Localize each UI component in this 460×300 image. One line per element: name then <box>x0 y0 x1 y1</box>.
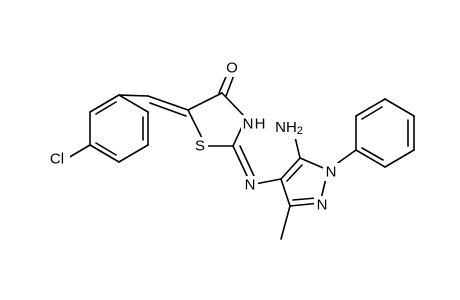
label-mask <box>241 115 267 133</box>
thiazolidinone-nitrogen-label: N <box>243 116 254 133</box>
aromatic-double-bond <box>361 106 383 120</box>
pyrazole-n1-label: N <box>326 164 337 181</box>
bond <box>89 94 120 113</box>
carbonyl-double-bond <box>225 74 235 97</box>
amino-n-label: N <box>275 119 286 136</box>
label-mask <box>242 176 258 194</box>
imine-nitrogen-label: N <box>245 177 256 194</box>
nitrogen-hydrogen-label: H <box>255 116 266 133</box>
bond <box>118 144 149 163</box>
exocyclic-double-bond <box>147 95 189 111</box>
label-mask <box>224 59 240 77</box>
pyrazole-double-bond <box>292 197 317 201</box>
aromatic-double-bond <box>95 101 117 115</box>
aromatic-double-bond <box>361 147 384 161</box>
bond <box>384 149 415 168</box>
bond <box>355 98 386 117</box>
label-mask <box>314 196 330 214</box>
amino-h-label: H <box>286 119 297 136</box>
pyrazole-double-bond <box>286 164 303 182</box>
chlorine-bond <box>67 144 91 159</box>
bond <box>280 157 301 180</box>
sulfur-atom-label: S <box>195 138 205 155</box>
imine-double-bond <box>232 145 249 179</box>
amino-group-label: NH2 <box>275 119 303 138</box>
phenyl-ring <box>355 98 415 168</box>
bond <box>89 144 120 163</box>
label-mask <box>323 163 339 181</box>
bond <box>355 149 386 168</box>
label-mask <box>192 137 208 155</box>
bond <box>221 92 247 119</box>
exocyclic-double-bond <box>149 102 187 117</box>
amino-bond <box>294 136 301 159</box>
label-mask <box>280 117 312 139</box>
chlorophenyl-ring <box>89 94 149 163</box>
chlorine-atom-label: Cl <box>50 151 64 168</box>
aromatic-double-bond <box>95 142 117 156</box>
imine-double-bond <box>239 145 255 177</box>
bond <box>280 178 291 207</box>
bond <box>118 94 149 113</box>
amino-subscript-label: 2 <box>297 125 303 137</box>
imine-pyrazole-bond <box>254 178 282 185</box>
label-mask <box>44 150 70 168</box>
methyl-bond <box>280 205 291 240</box>
pyrazole-n2-label: N <box>317 197 328 214</box>
bond <box>187 92 223 111</box>
bond <box>384 98 415 117</box>
benzylidene-bond <box>118 94 149 97</box>
oxygen-atom-label: O <box>226 60 238 77</box>
